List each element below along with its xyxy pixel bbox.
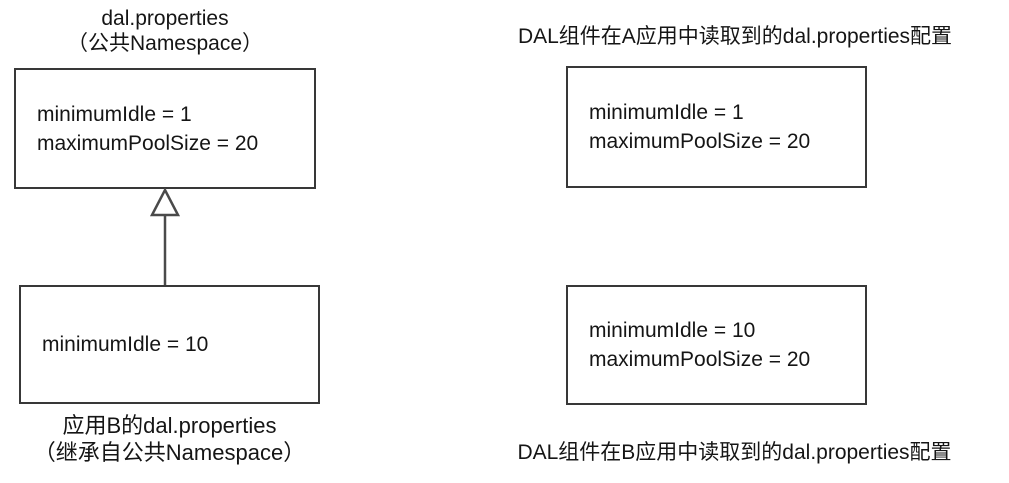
app-a-result-title: DAL组件在A应用中读取到的dal.properties配置 xyxy=(517,25,953,48)
parent-title-line2: （公共Namespace） xyxy=(66,32,264,55)
property-line-minimum-idle: minimumIdle = 1 xyxy=(37,102,192,126)
property-line-minimum-idle: minimumIdle = 10 xyxy=(589,319,756,342)
property-line-maximum-pool-size: maximumPoolSize = 20 xyxy=(37,131,259,155)
child-caption-line1: 应用B的dal.properties xyxy=(62,413,277,438)
child-namespace-box: minimumIdle = 10 xyxy=(19,285,320,404)
property-line-maximum-pool-size: maximumPoolSize = 20 xyxy=(589,348,811,371)
property-line-maximum-pool-size: maximumPoolSize = 20 xyxy=(589,130,811,153)
property-line-minimum-idle: minimumIdle = 10 xyxy=(42,333,209,356)
property-line-minimum-idle: minimumIdle = 1 xyxy=(589,101,744,124)
parent-namespace-title: dal.properties （公共Namespace） xyxy=(14,6,316,56)
child-caption-line2: （继承自公共Namespace） xyxy=(33,440,306,465)
app-a-result-box: minimumIdle = 1 maximumPoolSize = 20 xyxy=(566,66,867,188)
app-b-result-box: minimumIdle = 10 maximumPoolSize = 20 xyxy=(566,285,867,405)
inheritance-arrow-icon xyxy=(149,188,181,285)
child-namespace-caption: 应用B的dal.properties （继承自公共Namespace） xyxy=(19,412,320,466)
parent-namespace-box: minimumIdle = 1 maximumPoolSize = 20 xyxy=(14,68,316,189)
app-b-result-caption: DAL组件在B应用中读取到的dal.properties配置 xyxy=(517,441,952,464)
parent-title-line1: dal.properties xyxy=(101,7,229,30)
